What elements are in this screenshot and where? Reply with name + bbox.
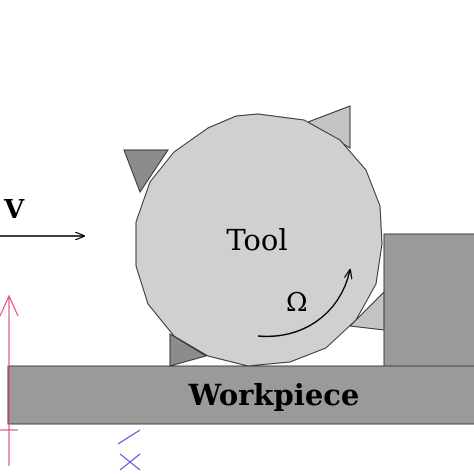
- y-axis-arrowhead: [0, 294, 19, 317]
- workpiece-step: [383, 233, 474, 369]
- tool-insert-upper-left: [123, 149, 169, 194]
- omega-label: Ω: [286, 288, 308, 318]
- rotation-arrow: [257, 270, 350, 338]
- tool-label: Tool: [226, 223, 287, 257]
- tool-insert-lower-right: [348, 290, 385, 331]
- workpiece-body: [7, 365, 474, 425]
- tool-insert-lower-left: [169, 333, 208, 367]
- x-axis-cross-b: [119, 453, 141, 471]
- workpiece-label: Workpiece: [188, 378, 360, 412]
- tool-body: [135, 113, 383, 367]
- velocity-label: V: [3, 195, 25, 225]
- x-axis-fragment: [117, 429, 141, 445]
